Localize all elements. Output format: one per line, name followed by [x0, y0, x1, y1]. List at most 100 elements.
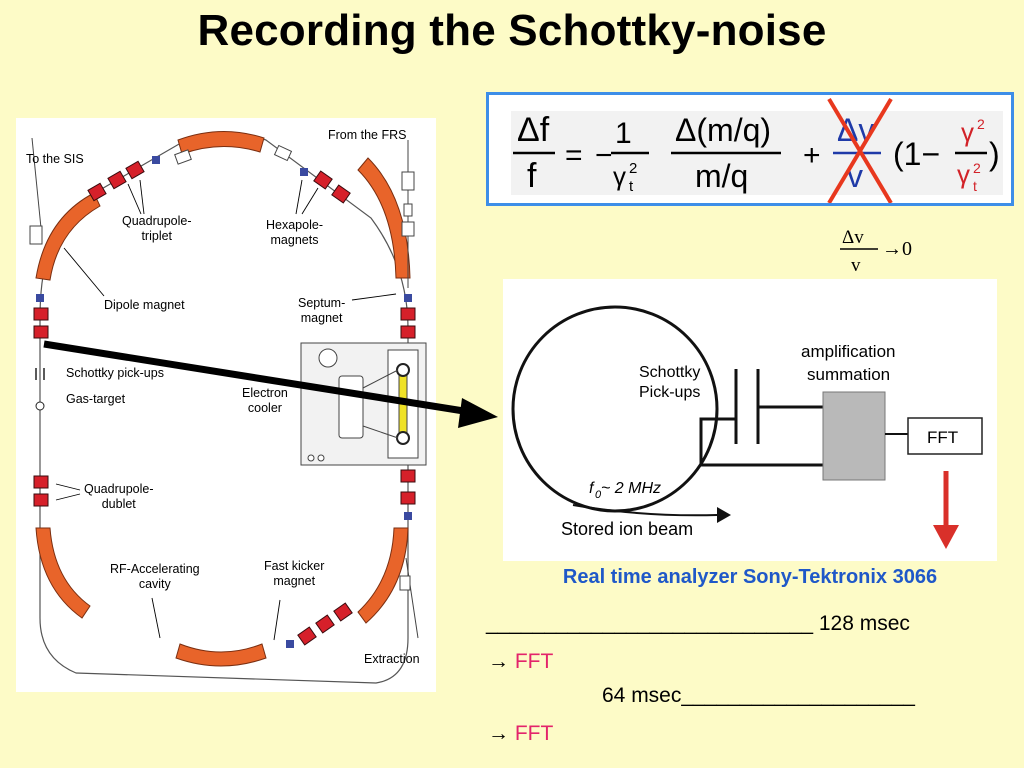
label-septum-magnet: Septum- magnet	[298, 296, 346, 325]
formula-gamma-t-sub: t	[629, 178, 634, 195]
triplet-housing	[174, 149, 192, 165]
formula-paren-open: (1−	[893, 136, 940, 172]
leader-septum	[351, 293, 397, 301]
timeline-fft-1: FFT	[514, 650, 554, 673]
frs-element-3	[401, 221, 415, 237]
to-sis-element	[29, 225, 43, 245]
dv-note-arrow: →0	[882, 238, 912, 260]
label-dipole-magnet: Dipole magnet	[104, 298, 185, 312]
quad-br-1	[297, 626, 317, 646]
dipole-lower-left	[35, 527, 91, 619]
schema-stored-beam: Stored ion beam	[561, 519, 693, 539]
formula-gamma-den: γ	[957, 159, 970, 189]
formula-gamma-den-sup: 2	[973, 160, 981, 176]
hexapole-3	[36, 294, 44, 302]
leader-kicker	[273, 599, 281, 641]
leader-dipole	[63, 247, 105, 297]
quad-br-2	[315, 614, 335, 634]
schema-f0-symbol: f	[589, 480, 595, 497]
extraction-line	[405, 557, 419, 639]
hexapole-1	[152, 156, 160, 164]
schema-f0-value: ~ 2 MHz	[601, 480, 661, 497]
quad-br-3	[333, 602, 353, 622]
beam-direction-curve	[572, 504, 718, 517]
hexapole-4	[404, 294, 412, 302]
schema-drawing: Schottky Pick-ups amplification summatio…	[511, 305, 983, 549]
quad-r-4	[400, 491, 416, 505]
cooler-port-1	[307, 454, 315, 462]
formula-gamma-den-sub: t	[973, 178, 977, 194]
label-electron-cooler: Electron cooler	[242, 386, 288, 415]
schema-summation: summation	[807, 365, 890, 384]
dipole-top	[177, 131, 265, 155]
cooler-port-2	[317, 454, 325, 462]
label-quadrupole-triplet: Quadrupole- triplet	[122, 214, 192, 243]
quad-r-1	[400, 307, 416, 321]
timeline-rule-1: ____________________________	[486, 612, 814, 635]
frequency-formula-box: Δf f = − 1 γ 2 t Δ(m/q) m/q + Δv v (1− γ…	[486, 92, 1014, 206]
quad-r-2	[400, 325, 416, 339]
gas-target-marker	[35, 401, 45, 411]
dv-note-num: Δv	[842, 227, 864, 248]
timeline-fft-2: FFT	[514, 722, 554, 745]
quad-dublet-1	[33, 475, 49, 489]
fft-box	[907, 417, 983, 455]
formula-df: Δf	[517, 111, 550, 149]
cooler-pump	[318, 348, 338, 368]
hexapole-2	[300, 168, 308, 176]
schema-fft-label: FFT	[927, 428, 958, 447]
cooler-link-1	[362, 369, 399, 389]
schema-pickups-line2: Pick-ups	[639, 384, 700, 401]
crossout-line-2	[827, 97, 893, 203]
schema-pickups-line1: Schottky	[639, 364, 700, 381]
hexapole-6	[286, 640, 294, 648]
quadrupole-magnets	[33, 160, 416, 646]
label-from-frs: From the FRS	[328, 128, 407, 142]
arrow-head	[458, 398, 498, 428]
label-rf-cavity: RF-Accelerating cavity	[110, 562, 200, 591]
formula-equals: =	[565, 139, 583, 172]
timeline-arrow-1: →	[488, 650, 515, 673]
formula-mq: m/q	[695, 158, 748, 194]
formula-one: 1	[615, 117, 632, 150]
extraction-element	[399, 575, 411, 591]
timeline-line-4: → FFT	[488, 722, 553, 746]
timeline-line-1: ____________________________ 128 msec	[486, 612, 910, 636]
formula-gamma-t: γ	[613, 161, 626, 191]
formula-gamma-t-sup: 2	[629, 160, 637, 177]
leader-hexapole-1	[295, 179, 303, 215]
timeline-rule-2: ____________________	[681, 684, 915, 707]
leader-rf	[151, 597, 161, 639]
label-to-sis: To the SIS	[26, 152, 84, 166]
quad-r-3	[400, 469, 416, 483]
quad-tl-2	[107, 170, 127, 190]
storage-ring-diagram: From the FRS To the SIS Quadrupole- trip…	[16, 118, 436, 692]
label-fast-kicker: Fast kicker magnet	[264, 559, 325, 588]
timeline-time-64: 64 msec	[602, 684, 682, 707]
quad-tl-3	[125, 160, 145, 180]
velocity-limit-note: Δv v →0	[838, 225, 948, 277]
to-sis-line	[31, 137, 43, 239]
pickup-wire-left	[699, 417, 823, 467]
fft-output-arrowhead	[933, 525, 959, 549]
quad-tr-2	[331, 184, 351, 204]
dipole-magnets	[35, 131, 411, 667]
label-hexapole-magnets: Hexapole- magnets	[266, 218, 323, 247]
line-elements	[29, 144, 415, 591]
leader-hexapole-2	[301, 187, 319, 215]
quad-tl-1	[87, 182, 107, 202]
page-title: Recording the Schottky-noise	[197, 6, 827, 55]
formula-dmq: Δ(m/q)	[675, 112, 771, 148]
hexapole-housing	[273, 144, 293, 162]
formula-drawing: Δf f = − 1 γ 2 t Δ(m/q) m/q + Δv v (1− γ…	[511, 97, 1003, 203]
formula-minus: −	[595, 139, 613, 172]
timeline-line-2: → FFT	[488, 650, 553, 674]
beam-direction-arrow	[717, 507, 731, 523]
leader-dublet-1	[55, 483, 81, 491]
velocity-limit-drawing: Δv v →0	[840, 227, 912, 276]
hexapole-5	[404, 512, 412, 520]
cooler-link-2	[362, 425, 399, 439]
label-extraction: Extraction	[364, 652, 420, 666]
timeline-time-128: 128 msec	[813, 612, 910, 635]
